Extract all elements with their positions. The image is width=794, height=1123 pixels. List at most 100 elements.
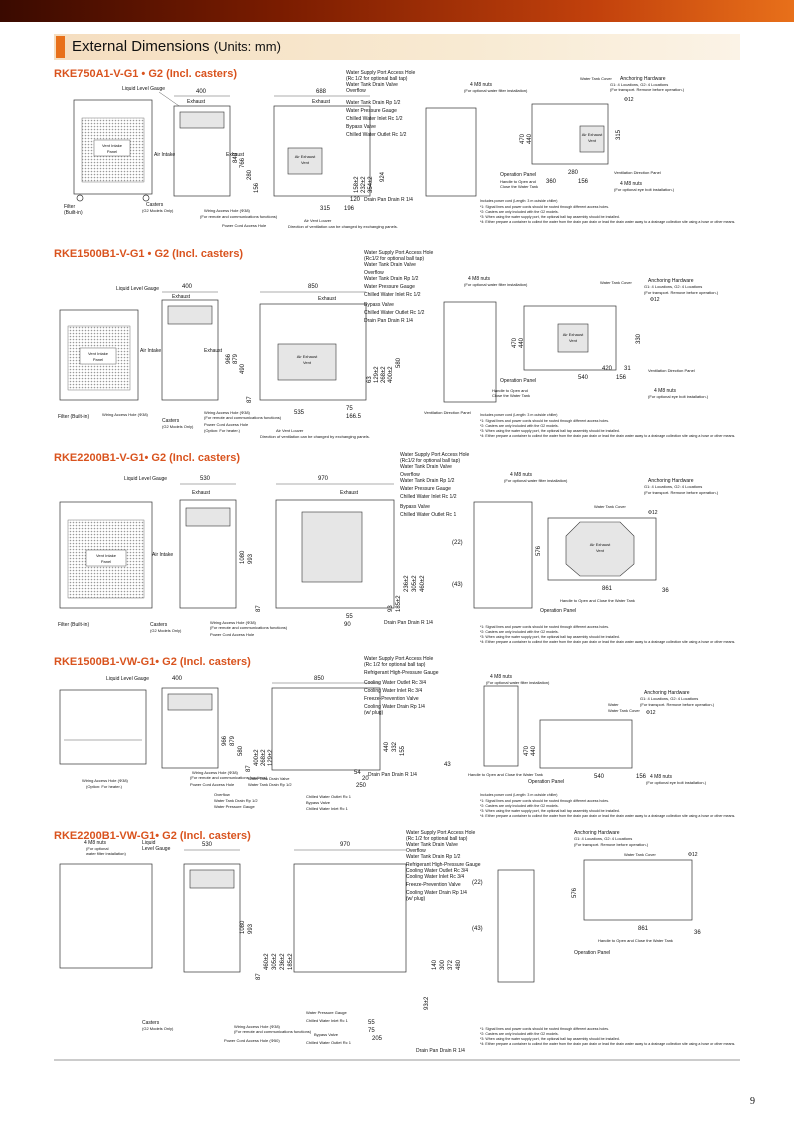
callout: Water Tank Drain Rp 1/2 <box>364 276 419 282</box>
callout: Water Tank Drain Valve <box>406 842 458 848</box>
note-3: *3: When using the water supply port, th… <box>480 809 620 813</box>
dim-height-2: 766 <box>240 157 246 168</box>
tank-cover-label: Water Tank Cover <box>608 708 640 713</box>
callout: Bypass Valve <box>346 124 376 130</box>
small-rear-view: 4 M8 nuts (For optional water filter ins… <box>424 276 528 415</box>
drawing-rke1500b1-vw: Wiring Access Hole (Φ38) (Option: For he… <box>59 656 735 818</box>
drain-pan-label: Drain Pan Drain R 1/4 <box>368 772 417 778</box>
drain-pan-label: Drain Pan Drain R 1/4 <box>384 620 433 626</box>
callout: Water Tank Drain Valve <box>364 262 416 268</box>
dim-t1: 470 <box>520 133 526 144</box>
top-vent-label-2: Vent <box>569 338 578 343</box>
anchoring-note-2: (For transport. Remove before operation.… <box>574 842 649 847</box>
optional-label: (For optional <box>86 846 109 851</box>
dim-r2: 305±2 <box>272 953 278 970</box>
dim-b2: 75 <box>368 1028 375 1034</box>
power-hole-label: Power Cord Access Hole <box>204 422 249 427</box>
section-title: RKE1500B1-VW-G1• G2 (Incl. casters) <box>54 656 251 668</box>
dim-b2: 75 <box>346 406 353 412</box>
top-view: Water Water Tank Cover Anchoring Hardwar… <box>524 690 715 785</box>
dim-rear-width: 850 <box>308 284 319 290</box>
top-banner <box>0 0 794 22</box>
top-vent-label-2: Vent <box>588 138 597 143</box>
liquid-level-label: Liquid Level Gauge <box>106 676 149 682</box>
dim-r5: 480 <box>456 959 462 970</box>
callout: Refrigerant High-Pressure Gauge <box>406 862 481 868</box>
m8-label-2: 4 M8 nuts <box>654 388 676 394</box>
callout: (Rc1/2 for optional ball tap) <box>364 256 424 262</box>
control-panel <box>167 693 213 711</box>
bottom-callout: Bypass Valve <box>306 800 331 805</box>
vent-dir-label: Ventilation Direction Panel <box>614 170 661 175</box>
callout: (Rc1/2 for optional ball tap) <box>400 458 460 464</box>
dim-r2: 305±2 <box>412 575 418 592</box>
water-filter-label: (For optional water filter installation) <box>486 680 550 685</box>
callout: Chilled Water Outlet Rc 1 <box>400 512 456 518</box>
note-power: Includes power cord (Length: 3 m outside… <box>480 199 558 203</box>
filter-label: Filter (Built-in) <box>58 414 89 420</box>
rear-view: 970 Exhaust 460±2 305±2 236±2 185±2 93 5… <box>275 476 433 628</box>
top-vent <box>579 125 605 153</box>
op-panel-label: Operation Panel <box>540 608 576 614</box>
dim-t4: 156 <box>636 774 647 780</box>
dim-r6: 372 <box>448 959 454 970</box>
dim-r2: 268±2 <box>261 749 267 766</box>
dim-r4: 185±2 <box>288 953 294 970</box>
rear-panel <box>301 511 363 583</box>
dim-r1: 460±2 <box>420 575 426 592</box>
callout: Cooling Water Outlet Rc 3/4 <box>406 868 468 874</box>
callout: (w/ plug) <box>364 710 384 716</box>
louver-sub: Direction of ventilation can be changed … <box>288 224 398 229</box>
wiring-hole-label: Wiring Access Hole (Φ38) <box>204 208 251 213</box>
power-hole-label: Power Cord Access Hole (Φ50) <box>224 1038 280 1043</box>
small-rear-view: 4 M8 nuts (For optional water filter ins… <box>473 472 568 609</box>
casters-sub: (G2 Models Only) <box>150 628 182 633</box>
callout: Freeze-Prevention Valve <box>364 696 419 702</box>
bottom-callout: Chilled Water Outlet Rc 1 <box>306 1040 352 1045</box>
section-title: RKE1500B1-V-G1 • G2 (Incl. casters) <box>54 248 244 260</box>
air-exhaust-vent <box>287 147 323 175</box>
wiring-hole-label: Wiring Access Hole (Φ38) <box>192 770 239 775</box>
front-view: Vent Intake Panel Filter (Built-in) Wiri… <box>58 286 159 420</box>
dim-r5: 93 <box>388 605 394 612</box>
section-title: RKE750A1-V-G1 • G2 (Incl. casters) <box>54 68 237 80</box>
callout: Water Supply Port Access Hole <box>400 452 470 458</box>
top-body <box>539 719 633 769</box>
section-rke2200b1-vw: RKE2200B1-VW-G1• G2 (Incl. casters) 4 M8… <box>54 830 740 1062</box>
leader <box>158 91 183 109</box>
wiring-hole-label: Wiring Access Hole (Φ38) <box>210 620 257 625</box>
phi12-label: Φ12 <box>648 510 658 516</box>
dim-height-3: 280 <box>247 169 253 180</box>
anchoring-note-2: (For transport. Remove before operation.… <box>610 87 685 92</box>
top-view: Air Exhaust Vent Water Tank Cover Anchor… <box>492 278 719 399</box>
bottom-callout: Water Tank Drain Rp 1/2 <box>248 782 292 787</box>
callout: Water Pressure Gauge <box>364 284 415 290</box>
dim-b1: 535 <box>294 410 305 416</box>
vent-panel-label: Vent Intake <box>88 351 109 356</box>
power-hole-label: Power Cord Access Hole <box>210 632 255 637</box>
liquid-label-2: Level Gauge <box>142 846 171 852</box>
note-3: *3: When using the water supply port, th… <box>480 635 620 639</box>
exhaust-label: Exhaust <box>172 294 191 300</box>
section-rke2200b1-v: RKE2200B1-V-G1• G2 (Incl. casters) Vent … <box>54 452 740 652</box>
dim-h4: 87 <box>247 396 253 403</box>
callout: Water Tank Drain Valve <box>400 464 452 470</box>
note-power: Includes power cord (Length: 3 m outside… <box>480 793 558 797</box>
filter-label-2: (Built-in) <box>64 210 83 216</box>
top-view: Anchoring Hardware G1: 4 Locations, G2: … <box>572 830 701 956</box>
callout: Water Tank Drain Valve <box>346 82 398 88</box>
vent-panel-label-box <box>93 139 131 157</box>
callout: Water Pressure Gauge <box>346 108 397 114</box>
top-vent <box>565 521 635 577</box>
anchoring-note: G1: 4 Locations, G2: 4 Locations <box>610 82 668 87</box>
dim-width: 530 <box>200 476 211 482</box>
callout: Bypass Valve <box>400 504 430 510</box>
dim-h1: 966 <box>226 353 232 364</box>
callout: Water Tank Drain Rp 1/2 <box>400 478 455 484</box>
side-view: 400 Exhaust Air Intake Exhaust 840 766 2… <box>154 89 278 228</box>
top-vent-label: Air Exhaust <box>582 132 603 137</box>
dim-t6: 156 <box>616 375 627 381</box>
dim-h2: 879 <box>233 353 239 364</box>
note-2: *2: Casters are only included with the G… <box>480 424 559 428</box>
dim-h3: 87 <box>256 973 262 980</box>
